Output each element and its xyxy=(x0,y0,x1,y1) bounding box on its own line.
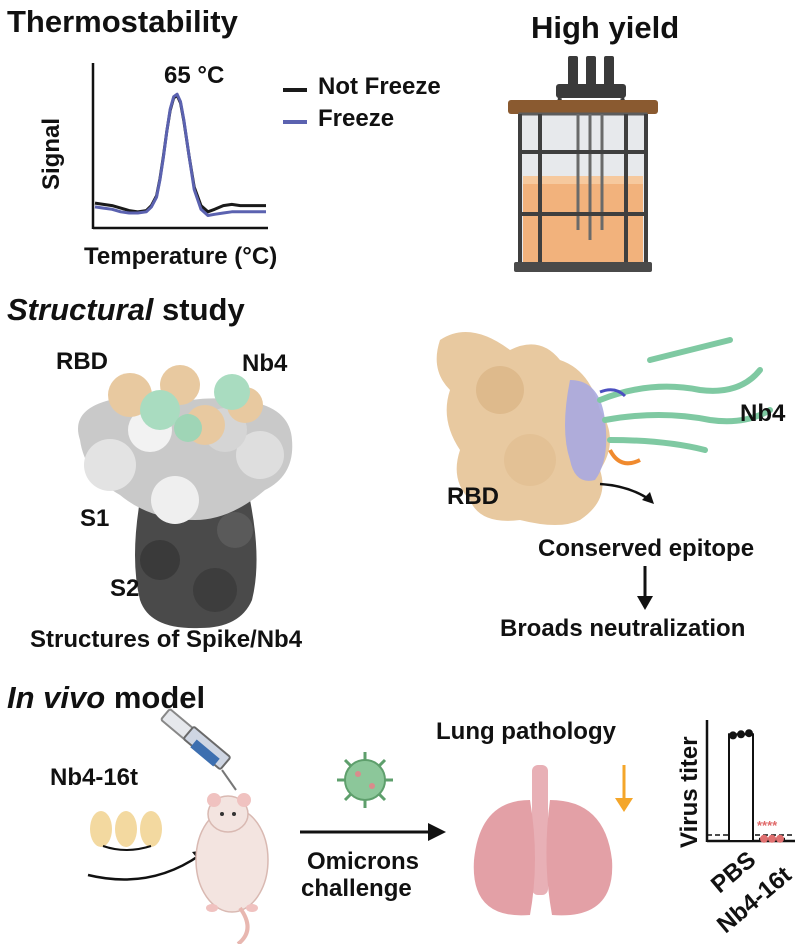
invivo-title-italic: In vivo xyxy=(7,680,106,715)
lung-icon xyxy=(473,765,613,916)
legend-swatch-freeze xyxy=(283,120,307,124)
virus-titer-chart xyxy=(705,720,795,843)
mouse-icon xyxy=(195,793,269,944)
legend-freeze: Freeze xyxy=(318,105,395,132)
structural-title-rest: study xyxy=(153,292,245,327)
point-pbs xyxy=(729,731,737,740)
spike-label-s2: S2 xyxy=(110,575,140,602)
virus-ylabel: Virus titer xyxy=(676,736,703,848)
epitope-label: Conserved epitope xyxy=(538,535,755,562)
nanobody-icons xyxy=(90,811,162,847)
invivo-title-rest: model xyxy=(105,680,206,715)
virus-icon xyxy=(337,752,393,808)
structural-title: Structural study xyxy=(7,292,245,328)
lung-label: Lung pathology xyxy=(436,718,616,745)
point-nb4-16t xyxy=(776,834,784,843)
point-pbs xyxy=(737,730,745,739)
complex-label-rbd: RBD xyxy=(447,483,499,510)
spike-label-rbd: RBD xyxy=(56,348,108,375)
point-pbs xyxy=(745,729,753,738)
drug-label: Nb4-16t xyxy=(50,764,139,791)
point-nb4-16t xyxy=(760,834,768,843)
challenge-line1: Omicrons xyxy=(307,848,420,875)
significance-label: **** xyxy=(757,818,778,833)
spike-label-s1: S1 xyxy=(80,505,110,532)
outcome-label: Broads neutralization xyxy=(500,615,746,642)
invivo-title: In vivo model xyxy=(7,680,205,716)
syringe-icon xyxy=(160,708,237,791)
spike-label-nb4: Nb4 xyxy=(242,350,288,377)
legend-swatch-not-freeze xyxy=(283,88,307,92)
yield-title: High yield xyxy=(531,10,680,45)
thermo-title: Thermostability xyxy=(7,4,238,39)
challenge-line2: challenge xyxy=(301,875,412,902)
point-nb4-16t xyxy=(768,834,776,843)
peak-label: 65 °C xyxy=(164,62,225,89)
series-line-freeze xyxy=(94,92,266,217)
thermo-xlabel: Temperature (°C) xyxy=(84,243,278,270)
complex-label-nb4: Nb4 xyxy=(740,400,786,427)
structural-title-italic: Structural xyxy=(7,292,154,327)
bar-pbs xyxy=(728,733,754,842)
spike-caption: Structures of Spike/Nb4 xyxy=(30,626,303,653)
legend-not-freeze: Not Freeze xyxy=(318,73,441,100)
